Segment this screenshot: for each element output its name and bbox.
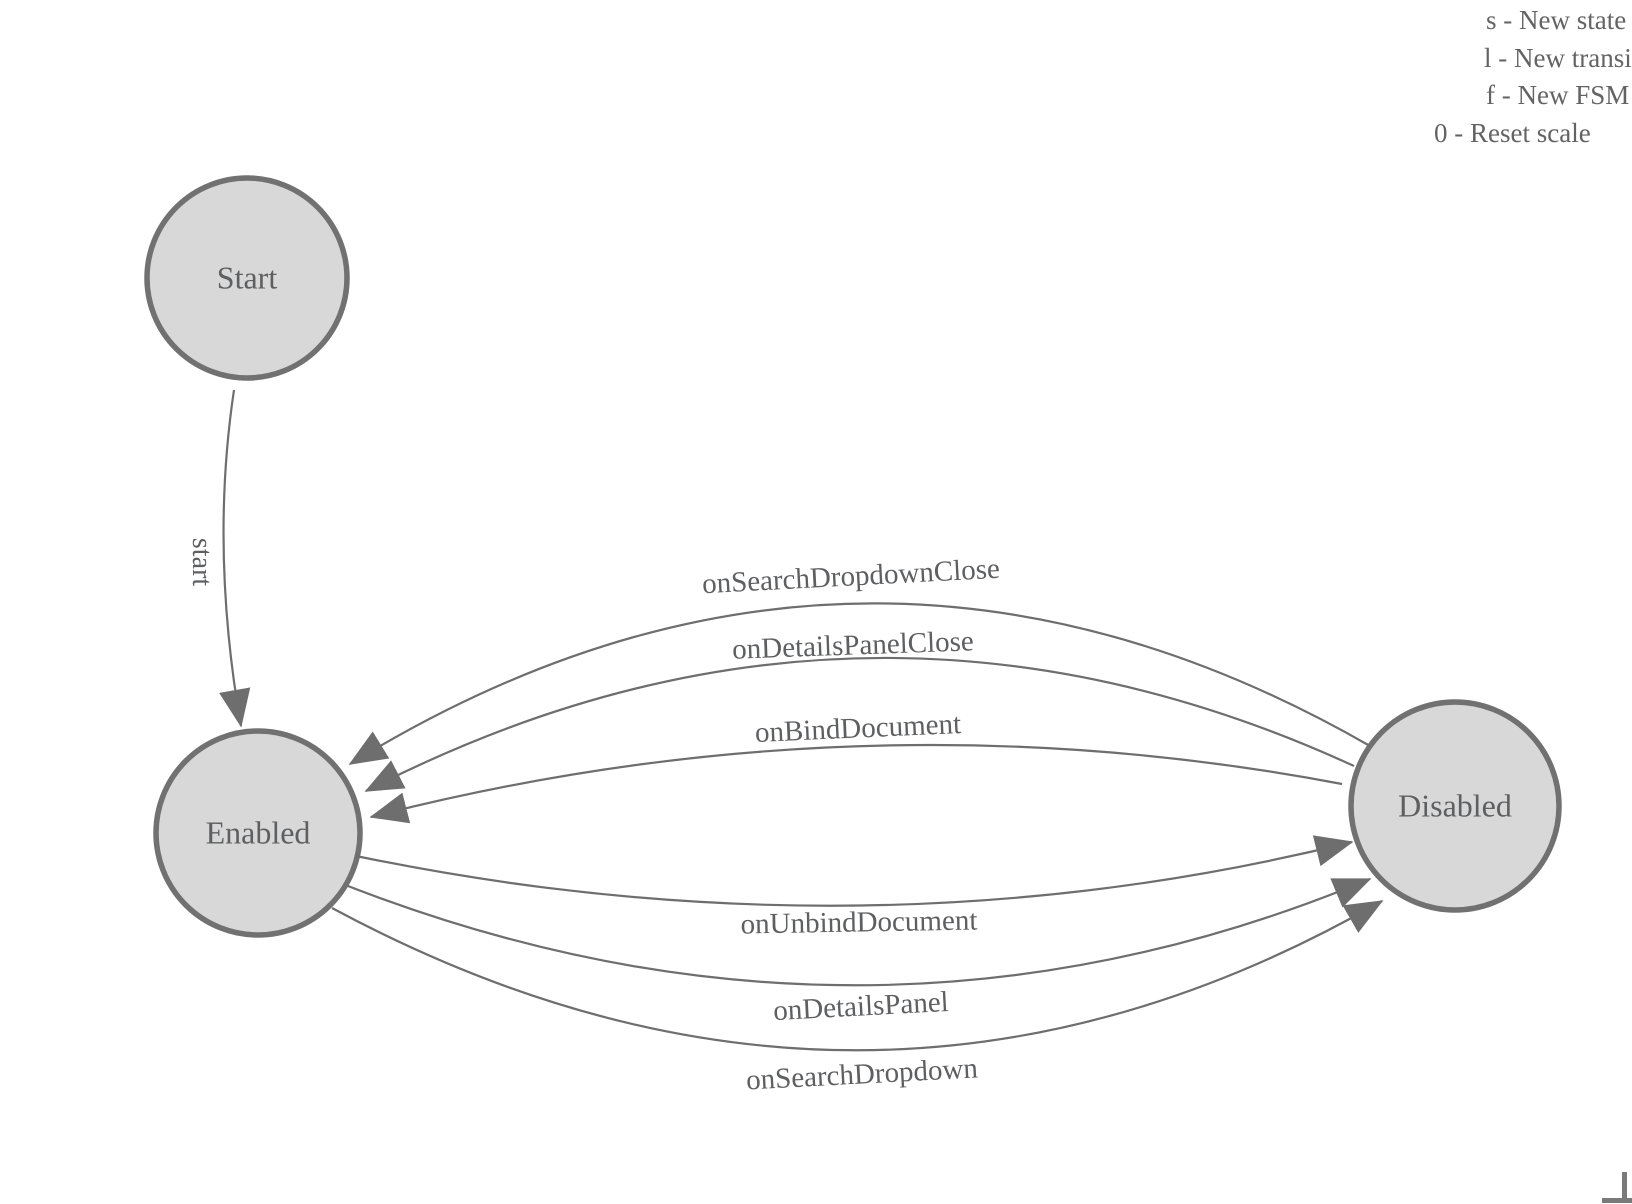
- transition-edge-start[interactable]: [219, 389, 251, 728]
- canvas-corner-vertical-bar: [1622, 1172, 1627, 1200]
- legend-line-new-state: s - New state: [1486, 5, 1627, 35]
- state-node-enabled[interactable]: [153, 728, 363, 938]
- transition-edge-onbinddocument[interactable]: [369, 743, 1343, 824]
- legend-line-new-transition: l - New transition: [1484, 43, 1632, 73]
- state-label-start[interactable]: Start: [216, 259, 278, 296]
- state-label-enabled[interactable]: Enabled: [205, 814, 311, 851]
- state-node-disabled[interactable]: [1348, 699, 1562, 913]
- transition-label-onunbinddocument[interactable]: onUnbindDocument: [740, 904, 978, 941]
- legend-line-reset-scale: 0 - Reset scale: [1434, 118, 1591, 148]
- legend-line-new-fsm: f - New FSM: [1486, 80, 1630, 110]
- state-label-disabled[interactable]: Disabled: [1398, 787, 1512, 824]
- transition-edge-onsearchdropdownclose[interactable]: [348, 602, 1371, 765]
- state-node-start[interactable]: [144, 175, 350, 381]
- transition-label-start[interactable]: start: [186, 537, 217, 587]
- transition-edge-ondetailspanelclose[interactable]: [364, 656, 1355, 792]
- transition-edge-onsearchdropdown[interactable]: [331, 900, 1384, 1052]
- transition-edge-ondetailspanel[interactable]: [347, 877, 1372, 987]
- canvas-corner-horizontal-bar: [1602, 1198, 1632, 1203]
- transition-edge-onunbinddocument[interactable]: [355, 835, 1354, 907]
